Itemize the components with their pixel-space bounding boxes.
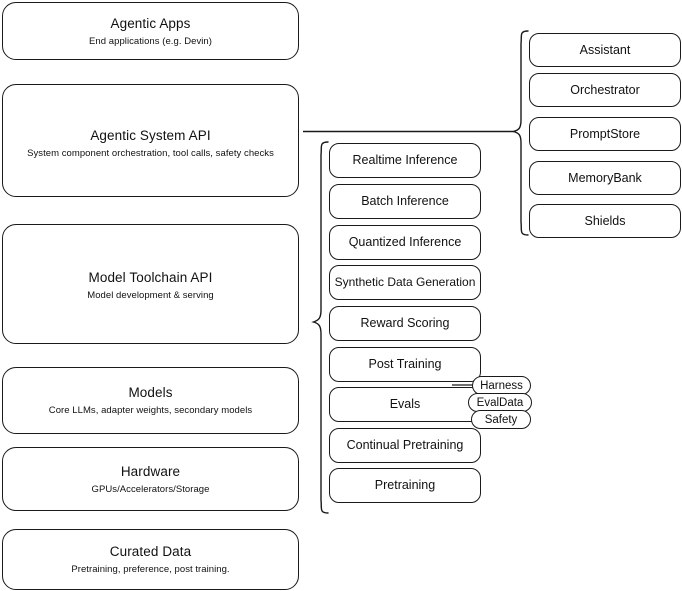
layer-subtitle: System component orchestration, tool cal…	[27, 148, 274, 159]
layer-curated-data[interactable]: Curated Data Pretraining, preference, po…	[2, 529, 299, 590]
layer-agentic-system-api[interactable]: Agentic System API System component orch…	[2, 84, 299, 197]
layer-title: Curated Data	[109, 544, 192, 559]
component-shields[interactable]: Shields	[529, 204, 681, 238]
layer-subtitle: GPUs/Accelerators/Storage	[91, 483, 210, 495]
capability-continual-pretraining[interactable]: Continual Pretraining	[329, 428, 481, 463]
component-assistant[interactable]: Assistant	[529, 33, 681, 67]
layer-title: Model Toolchain API	[88, 270, 213, 285]
capability-realtime-inference[interactable]: Realtime Inference	[329, 143, 481, 178]
brace-toolchain-capabilities	[311, 141, 329, 514]
capability-pretraining[interactable]: Pretraining	[329, 468, 481, 503]
capability-quantized-inference[interactable]: Quantized Inference	[329, 225, 481, 260]
layer-title: Hardware	[120, 463, 181, 479]
layer-model-toolchain-api[interactable]: Model Toolchain API Model development & …	[2, 224, 299, 344]
layer-agentic-apps[interactable]: Agentic Apps End applications (e.g. Devi…	[2, 2, 299, 60]
layer-title: Agentic System API	[90, 128, 211, 143]
layer-hardware[interactable]: Hardware GPUs/Accelerators/Storage	[2, 447, 299, 511]
evals-subcomponent-harness[interactable]: Harness	[472, 376, 531, 395]
layer-subtitle: End applications (e.g. Devin)	[89, 35, 212, 47]
capability-evals[interactable]: Evals	[329, 387, 481, 422]
component-memorybank[interactable]: MemoryBank	[529, 161, 681, 195]
capability-reward-scoring[interactable]: Reward Scoring	[329, 306, 481, 341]
layer-subtitle: Model development & serving	[87, 290, 214, 301]
evals-subcomponent-safety[interactable]: Safety	[471, 410, 531, 429]
layer-subtitle: Pretraining, preference, post training.	[71, 564, 230, 575]
layer-title: Models	[128, 385, 173, 400]
evals-subcomponent-evaldata[interactable]: EvalData	[468, 393, 532, 412]
component-promptstore[interactable]: PromptStore	[529, 117, 681, 151]
capability-batch-inference[interactable]: Batch Inference	[329, 184, 481, 219]
capability-post-training[interactable]: Post Training	[329, 347, 481, 382]
brace-agentic-components	[510, 30, 529, 236]
layer-subtitle: Core LLMs, adapter weights, secondary mo…	[48, 405, 253, 416]
component-orchestrator[interactable]: Orchestrator	[529, 73, 681, 107]
layer-models[interactable]: Models Core LLMs, adapter weights, secon…	[2, 367, 299, 434]
layer-title: Agentic Apps	[110, 15, 191, 31]
capability-synthetic-data-generation[interactable]: Synthetic Data Generation	[329, 265, 481, 300]
